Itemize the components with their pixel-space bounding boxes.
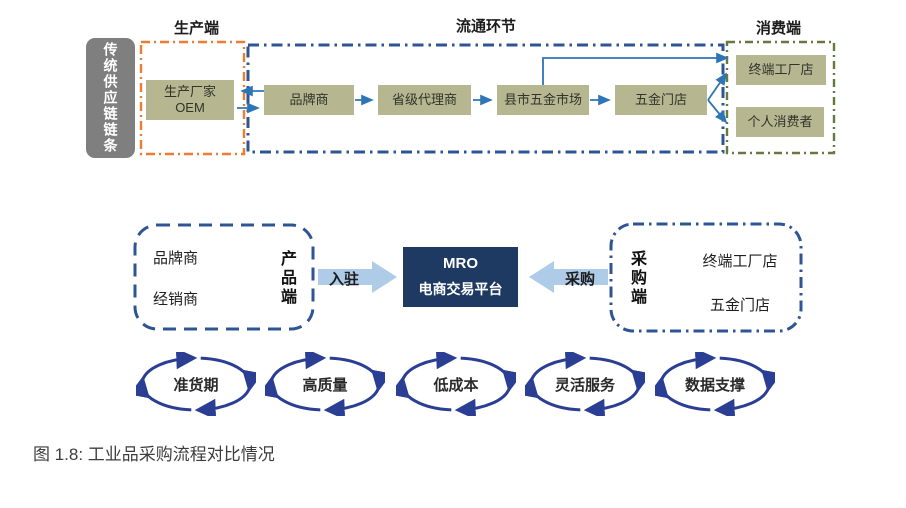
advantage-label: 数据支撑: [684, 376, 745, 394]
onboard-block-arrow: [318, 261, 397, 293]
cycle-arrows-icon: [136, 352, 256, 416]
node-oem: 生产厂家 OEM: [146, 80, 234, 120]
product-side-label: 产品端: [278, 249, 295, 307]
cycle-arrows-icon: [525, 352, 645, 416]
section-label-production: 生产端: [173, 20, 219, 37]
node-individual-consumer: 个人消费者: [736, 107, 824, 137]
advantage-cycle-data: 数据支撑: [655, 352, 775, 416]
product-item-brand: 品牌商: [153, 250, 199, 267]
platform-name: MRO: [443, 255, 478, 272]
advantage-label: 准货期: [173, 376, 219, 394]
onboard-block-arrow-shape: [318, 261, 397, 293]
figure-caption: 图 1.8: 工业品采购流程对比情况: [33, 445, 275, 464]
advantage-cycle-cost: 低成本: [396, 352, 516, 416]
node-terminal-factory-store: 终端工厂店: [736, 55, 826, 85]
advantage-label: 高质量: [302, 376, 348, 394]
traditional-chain-label: 传统供应链链条: [102, 42, 119, 154]
advantage-cycle-service: 灵活服务: [525, 352, 645, 416]
platform-subtitle: 电商交易平台: [418, 281, 503, 297]
node-provincial-agent: 省级代理商: [378, 85, 471, 115]
node-oem-line2: OEM: [175, 100, 205, 115]
node-brand: 品牌商: [264, 85, 354, 115]
arrow-store-to-terminal: [707, 72, 728, 101]
arrow-market-to-terminal: [542, 52, 729, 85]
node-county-market: 县市五金市场: [497, 85, 589, 115]
advantage-label: 低成本: [433, 376, 479, 394]
cycle-arrows-icon: [396, 352, 516, 416]
section-label-circulation: 流通环节: [455, 18, 516, 35]
purchase-block-arrow-shape: [529, 261, 608, 293]
arrow-store-to-consumer: [707, 99, 728, 124]
advantage-cycle-quality: 高质量: [265, 352, 385, 416]
cycle-arrows-icon: [655, 352, 775, 416]
node-hardware-store: 五金门店: [615, 85, 707, 115]
node-oem-line1: 生产厂家: [163, 83, 216, 99]
advantage-label: 灵活服务: [554, 376, 615, 394]
purchase-block-arrow: [529, 261, 608, 293]
purchase-item-hardware-store: 五金门店: [709, 297, 770, 314]
traditional-chain-sidebar: 传统供应链链条: [86, 38, 135, 158]
cycle-arrows-icon: [265, 352, 385, 416]
purchase-label: 采购: [564, 271, 595, 288]
purchase-item-terminal-store: 终端工厂店: [702, 253, 778, 270]
section-label-consumption: 消费端: [755, 20, 801, 37]
purchase-side-label: 采购端: [628, 249, 645, 307]
product-item-distributor: 经销商: [153, 291, 199, 308]
onboard-label: 入驻: [328, 271, 359, 288]
mro-platform-box: MRO 电商交易平台: [403, 247, 518, 307]
advantage-cycle-delivery: 准货期: [136, 352, 256, 416]
